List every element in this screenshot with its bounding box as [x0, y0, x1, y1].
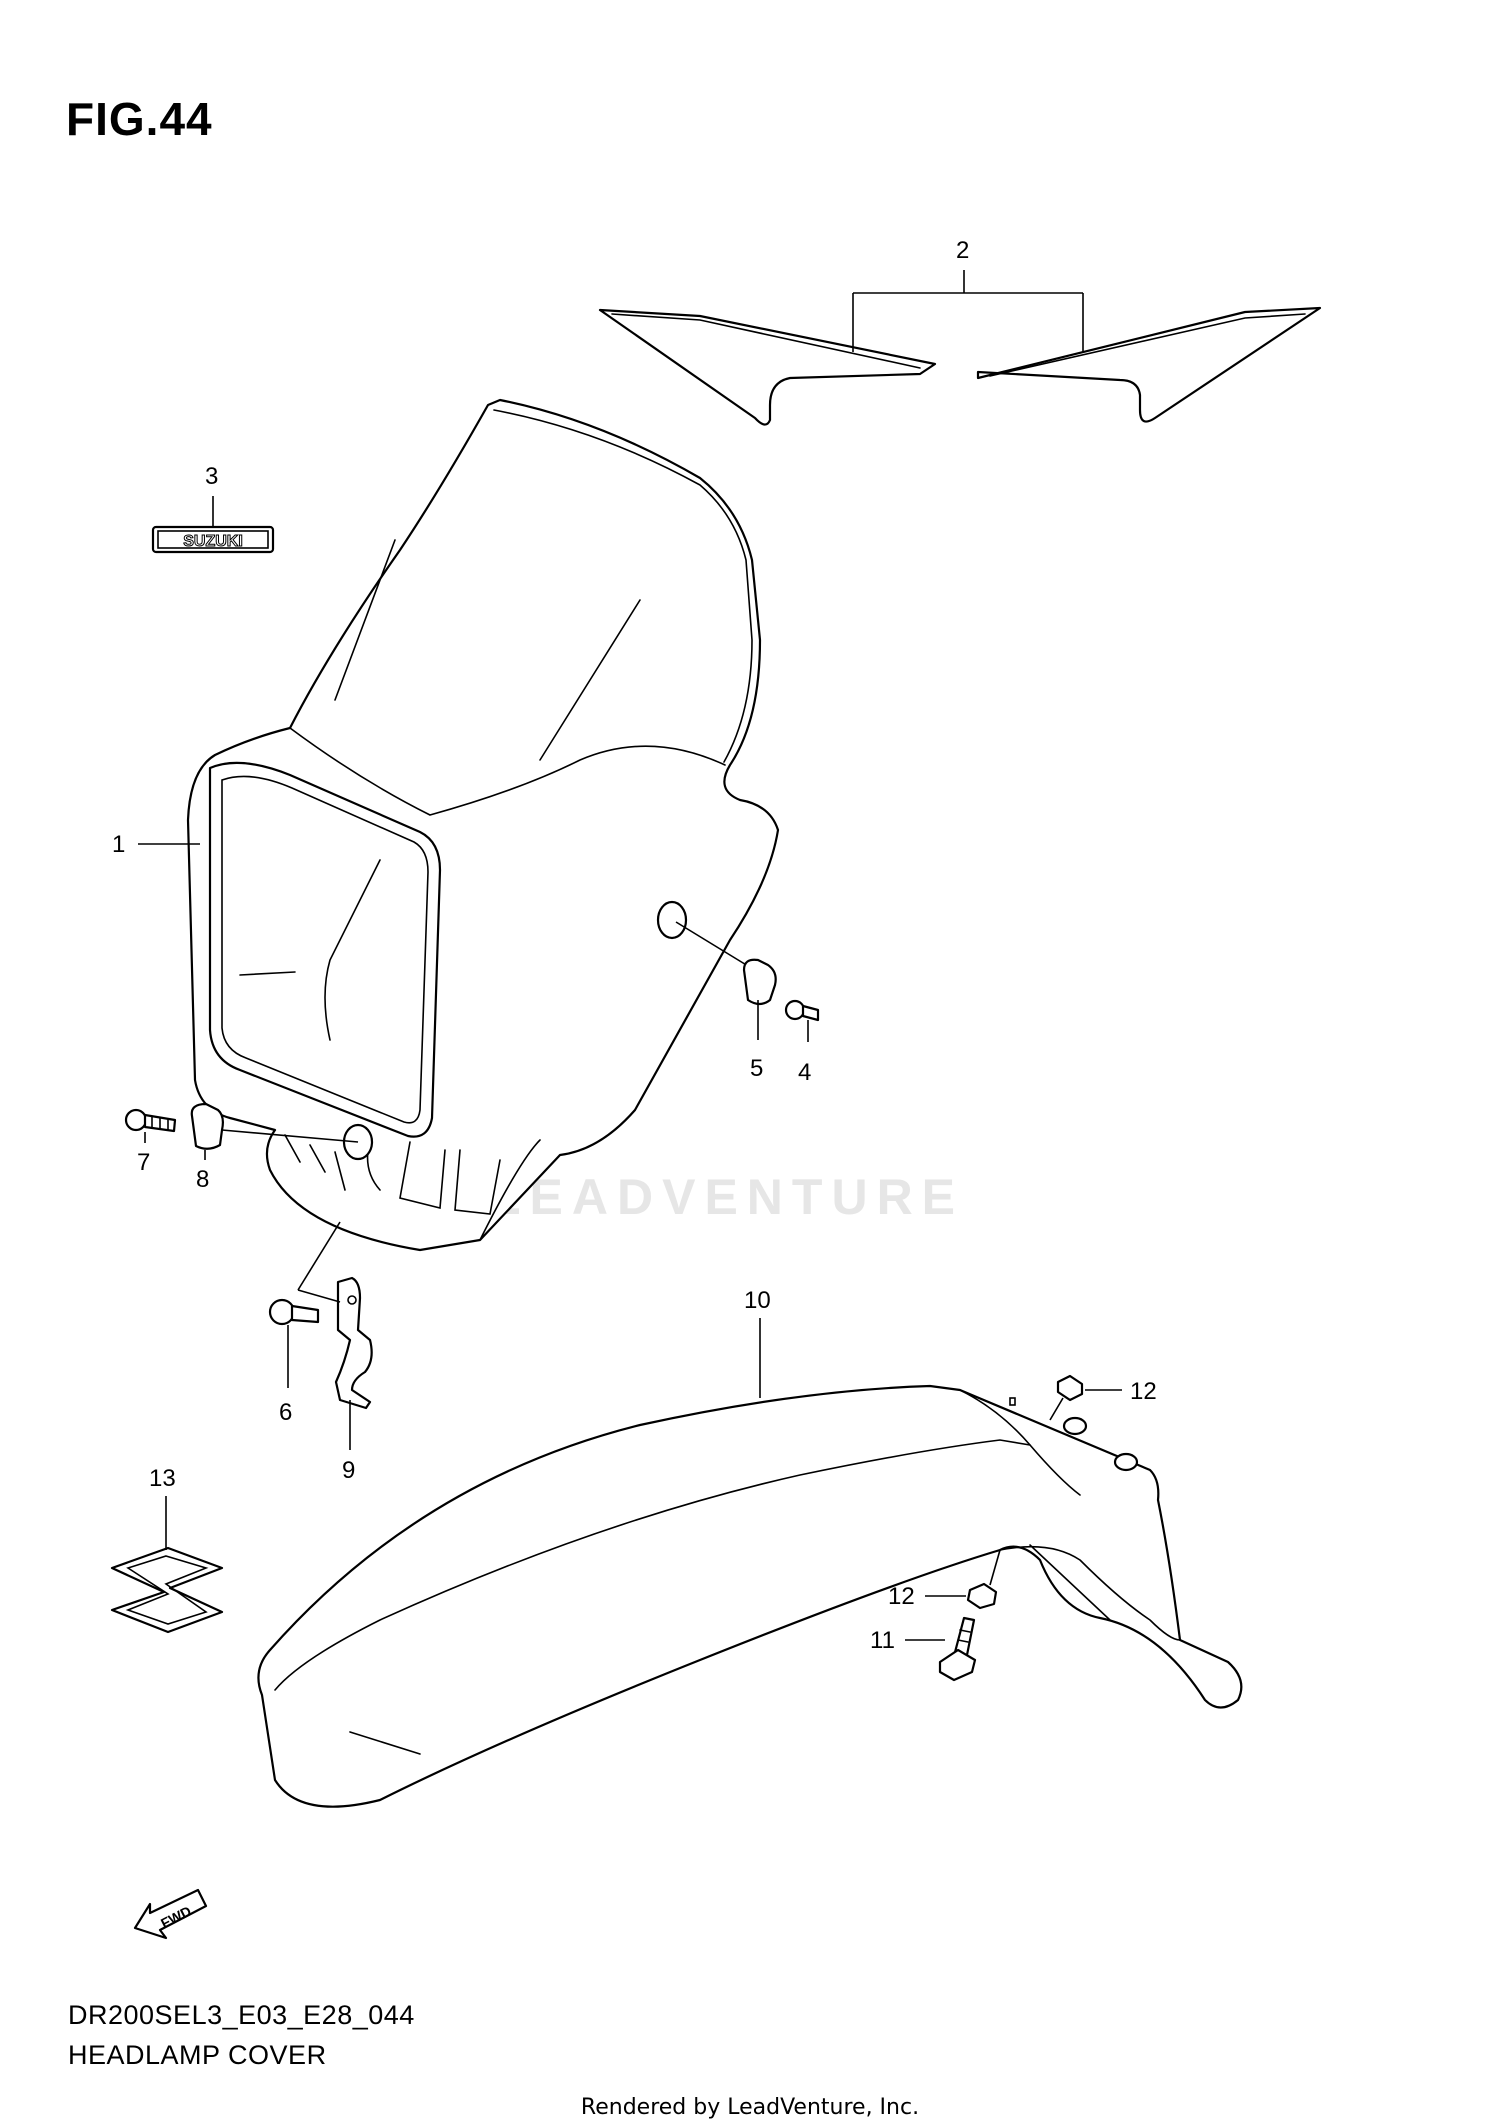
part-13-s-emblem[interactable]: 13 — [110, 1465, 224, 1634]
callout-10: 10 — [744, 1287, 771, 1314]
part-7-screw[interactable]: 7 — [124, 1108, 177, 1176]
part-6-bolt[interactable]: 6 — [268, 1298, 320, 1426]
footer-credit: Rendered by LeadVenture, Inc. — [580, 2095, 920, 2120]
part-12-nut-bottom[interactable]: 12 — [888, 1549, 1001, 1610]
callout-5: 5 — [750, 1055, 763, 1082]
part-11-bolt[interactable]: 11 — [870, 1616, 977, 1682]
part-1-headlamp-cover[interactable] — [186, 398, 780, 1252]
callout-1: 1 — [112, 831, 125, 858]
callout-7: 7 — [137, 1149, 150, 1176]
diagram-code: DR200SEL3_E03_E28_044 — [68, 2000, 415, 2030]
callout-12-bottom: 12 — [888, 1583, 915, 1610]
callout-4: 4 — [798, 1059, 811, 1086]
part-5-collar[interactable]: 5 — [675, 921, 777, 1082]
emblem-text: SUZUKI — [183, 533, 243, 550]
callout-2: 2 — [956, 237, 969, 264]
figure-title: FIG.44 — [66, 93, 213, 145]
callout-12-top: 12 — [1130, 1378, 1157, 1405]
callout-2-bracket — [852, 270, 1084, 352]
callout-11: 11 — [870, 1627, 895, 1654]
part-4-screw[interactable]: 4 — [784, 999, 820, 1086]
callout-6: 6 — [279, 1399, 292, 1426]
watermark-text: LEADVENTURE — [490, 1169, 965, 1225]
part-8-collar[interactable]: 8 — [190, 1102, 359, 1193]
fwd-arrow-icon: FWD — [133, 1888, 208, 1940]
callout-9: 9 — [342, 1457, 355, 1484]
part-2-stickers[interactable] — [598, 306, 1322, 426]
callout-8: 8 — [196, 1166, 209, 1193]
part-9-bracket[interactable]: 9 — [297, 1221, 373, 1484]
diagram-name: HEADLAMP COVER — [68, 2040, 327, 2070]
part-3-emblem[interactable]: SUZUKI — [151, 525, 275, 554]
callout-3: 3 — [205, 463, 218, 490]
part-10-front-fender[interactable]: 10 — [257, 1287, 1243, 1808]
part-12-nut-top[interactable]: 12 — [1049, 1374, 1157, 1421]
callout-13: 13 — [149, 1465, 176, 1492]
